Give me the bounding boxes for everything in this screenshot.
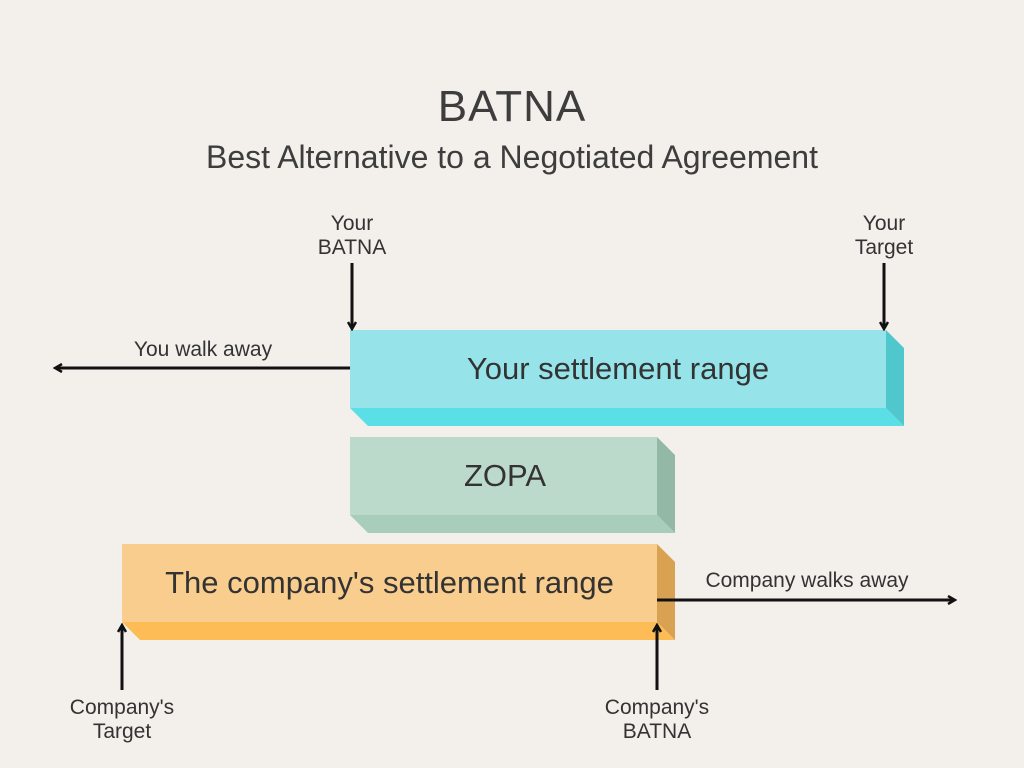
- your-settlement-range-bar: [350, 330, 904, 426]
- zopa-face: [350, 437, 657, 515]
- page-subtitle: Best Alternative to a Negotiated Agreeme…: [206, 139, 818, 175]
- company-range-label: The company's settlement range: [165, 565, 614, 600]
- company-range-bottom: [122, 622, 675, 640]
- zopa-side: [657, 437, 675, 533]
- company-range-side: [657, 544, 675, 640]
- your-batna-label: Your BATNA: [317, 212, 387, 259]
- company-batna-label: Company's BATNA: [604, 696, 710, 743]
- your-range-face: [350, 330, 886, 408]
- company-target-label: Company's Target: [69, 696, 175, 743]
- your-range-label: Your settlement range: [466, 351, 770, 386]
- company-settlement-range-bar: [122, 544, 675, 640]
- zopa-label: ZOPA: [463, 458, 547, 493]
- zopa-bottom: [350, 515, 675, 533]
- company-walks-away-label: Company walks away: [705, 569, 909, 592]
- page-title: BATNA: [437, 82, 587, 131]
- zopa-bar: [350, 437, 675, 533]
- you-walk-away-label: You walk away: [133, 338, 273, 361]
- your-range-bottom: [350, 408, 904, 426]
- your-target-label: Your Target: [854, 212, 914, 259]
- company-range-face: [122, 544, 657, 622]
- your-range-side: [886, 330, 904, 426]
